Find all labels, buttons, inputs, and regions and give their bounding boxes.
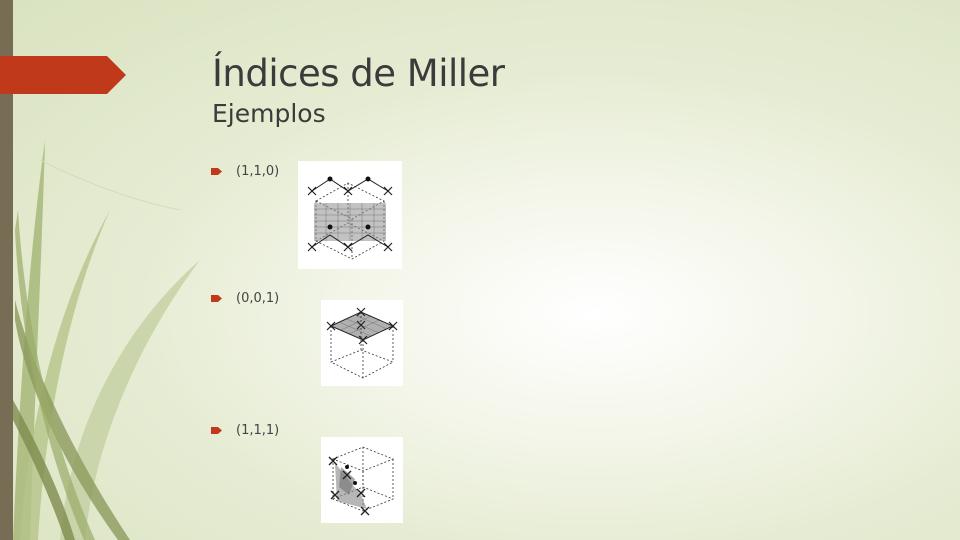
bullet-label: (0,0,1) xyxy=(236,291,280,306)
bullet-item-001: (0,0,1) xyxy=(211,291,279,306)
arrow-bullet-icon xyxy=(211,427,222,434)
slide-subtitle: Ejemplos xyxy=(212,99,326,128)
bullet-label: (1,1,0) xyxy=(236,164,280,179)
arrow-bullet-icon xyxy=(211,295,222,302)
title-arrow-banner xyxy=(0,56,126,94)
bullet-item-111: (1,1,1) xyxy=(211,423,279,438)
bullet-label: (1,1,1) xyxy=(236,423,280,438)
miller-plane-001-diagram xyxy=(321,300,403,386)
slide-title: Índices de Miller xyxy=(212,52,505,95)
miller-plane-110-diagram xyxy=(298,161,402,269)
arrow-bullet-icon xyxy=(211,168,222,175)
miller-plane-111-diagram xyxy=(321,437,403,523)
bullet-item-110: (1,1,0) xyxy=(211,164,279,179)
left-accent-bar xyxy=(0,0,13,540)
